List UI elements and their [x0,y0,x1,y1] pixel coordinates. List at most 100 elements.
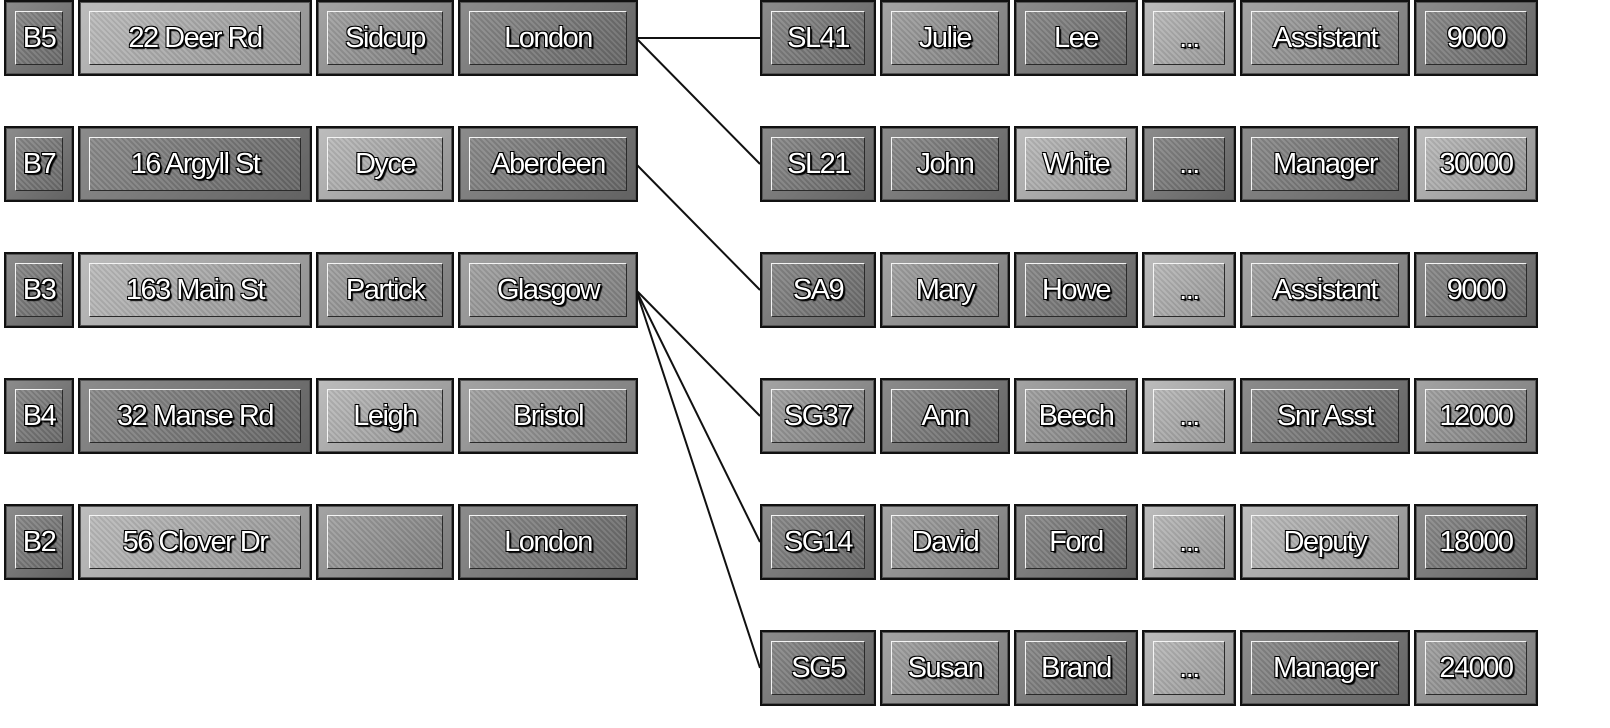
city: Glasgow [496,273,601,306]
last-name-cell: Ford [1014,504,1138,580]
first-name: Ann [921,399,970,432]
first-name-cell: Mary [880,252,1010,328]
branch-no-cell: B5 [4,0,74,76]
branch-no-cell: B2 [4,504,74,580]
first-name-cell: Ann [880,378,1010,454]
ellipsis: ... [1179,651,1200,684]
staff-no-cell: SG5 [760,630,876,706]
area: Partick [345,273,426,306]
last-name: Brand [1041,651,1112,684]
first-name-cell: Julie [880,0,1010,76]
salary: 30000 [1439,147,1514,180]
street-cell: 32 Manse Rd [78,378,312,454]
staff-no: SA9 [792,273,845,306]
salary-cell: 24000 [1414,630,1538,706]
link-line [635,289,761,417]
first-name: Mary [915,273,976,306]
branch-no: B5 [22,21,57,54]
ellipsis-cell: ... [1142,504,1236,580]
area-cell: Leigh [316,378,454,454]
staff-no: SG37 [783,399,854,432]
position: Assistant [1272,273,1379,306]
branch-no-cell: B3 [4,252,74,328]
branch-no-cell: B4 [4,378,74,454]
branch-no: B4 [22,399,57,432]
last-name: Lee [1054,21,1099,54]
salary: 18000 [1439,525,1514,558]
ellipsis-cell: ... [1142,252,1236,328]
position: Deputy [1283,525,1368,558]
last-name-cell: Brand [1014,630,1138,706]
position: Manager [1273,651,1378,684]
position: Snr Asst [1277,399,1375,432]
staff-no-cell: SA9 [760,252,876,328]
city-cell: London [458,0,638,76]
staff-no: SG14 [783,525,854,558]
area-cell: Partick [316,252,454,328]
ellipsis-cell: ... [1142,630,1236,706]
area: Leigh [353,399,418,432]
ellipsis-cell: ... [1142,378,1236,454]
area: Dyce [354,147,417,180]
position-cell: Manager [1240,630,1410,706]
salary: 12000 [1439,399,1514,432]
ellipsis: ... [1179,399,1200,432]
ellipsis: ... [1179,273,1200,306]
salary: 9000 [1446,21,1507,54]
first-name: Susan [907,651,984,684]
staff-no-cell: SG37 [760,378,876,454]
area-cell [316,504,454,580]
first-name-cell: Susan [880,630,1010,706]
link-line [635,289,761,543]
branch-no: B2 [22,525,57,558]
last-name-cell: Beech [1014,378,1138,454]
street: 22 Deer Rd [128,21,263,54]
first-name: John [916,147,975,180]
position-cell: Assistant [1240,252,1410,328]
street-cell: 22 Deer Rd [78,0,312,76]
city-cell: Aberdeen [458,126,638,202]
city-cell: London [458,504,638,580]
street: 56 Clover Dr [122,525,269,558]
area-cell: Dyce [316,126,454,202]
salary-cell: 9000 [1414,0,1538,76]
street: 163 Main St [125,273,266,306]
salary: 9000 [1446,273,1507,306]
staff-no: SL21 [787,147,850,180]
city: London [504,525,593,558]
ellipsis: ... [1179,525,1200,558]
position-cell: Deputy [1240,504,1410,580]
staff-no-cell: SG14 [760,504,876,580]
street: 32 Manse Rd [117,399,275,432]
position-cell: Snr Asst [1240,378,1410,454]
city-cell: Bristol [458,378,638,454]
street-cell: 163 Main St [78,252,312,328]
link-line [635,37,761,165]
city: London [504,21,593,54]
branch-no-cell: B7 [4,126,74,202]
last-name-cell: Lee [1014,0,1138,76]
first-name-cell: David [880,504,1010,580]
salary-cell: 9000 [1414,252,1538,328]
link-line [635,163,761,291]
staff-no-cell: SL21 [760,126,876,202]
city: Aberdeen [491,147,606,180]
salary-cell: 12000 [1414,378,1538,454]
salary-cell: 18000 [1414,504,1538,580]
city-cell: Glasgow [458,252,638,328]
first-name: David [911,525,980,558]
last-name: White [1042,147,1111,180]
position: Assistant [1272,21,1379,54]
staff-no: SL41 [787,21,850,54]
last-name-cell: Howe [1014,252,1138,328]
ellipsis: ... [1179,21,1200,54]
position-cell: Assistant [1240,0,1410,76]
position-cell: Manager [1240,126,1410,202]
city: Bristol [512,399,585,432]
first-name: Julie [918,21,973,54]
street: 16 Argyll St [130,147,261,180]
staff-no-cell: SL41 [760,0,876,76]
last-name: Beech [1038,399,1115,432]
ellipsis-cell: ... [1142,0,1236,76]
